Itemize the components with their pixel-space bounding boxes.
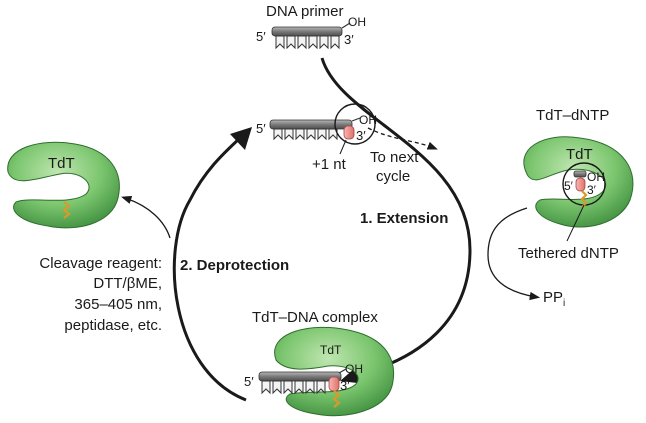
step-extension-label: 1. Extension	[360, 210, 448, 227]
primer-oh-label: OH	[348, 15, 366, 29]
complex-nucleotide	[328, 376, 340, 392]
deprotection-arrow	[172, 136, 247, 402]
complex-tether	[332, 390, 341, 408]
tethered-nucleotide	[575, 177, 586, 192]
extended-zoom-circle	[334, 103, 376, 145]
tdt-dntp-enzyme-label: TdT	[566, 146, 593, 163]
to-next-cycle-label-line1: To next	[370, 149, 419, 166]
complex-oh-label: OH	[345, 362, 363, 376]
tdt-dntp-title: TdT–dNTP	[536, 107, 609, 124]
plus-one-nt-label: +1 nt	[312, 156, 347, 173]
cleavage-line3: 365–405 nm,	[74, 296, 162, 313]
tdt-dna-complex: TdT–DNA complex TdT 5′ OH 3′	[244, 309, 395, 417]
complex-five-prime-label: 5′	[244, 374, 254, 389]
step-deprotection-label: 2. Deprotection	[180, 257, 289, 274]
cleavage-line1: Cleavage reagent:	[39, 255, 162, 272]
cleavage-reagent-text: Cleavage reagent: DTT/βME, 365–405 nm, p…	[39, 255, 162, 334]
extension-arrow	[320, 57, 472, 378]
extended-product: 5′ OH 3′ +1 nt To next cycle	[256, 103, 419, 185]
release-enzyme-arrow	[121, 195, 171, 239]
tethered-dntp-label: Tethered dNTP	[518, 245, 619, 262]
complex-enzyme-shape	[274, 326, 395, 417]
tdt-dntp-tether	[580, 190, 588, 208]
free-enzyme-label: TdT	[48, 155, 75, 172]
tdt-dntp-five-prime-label: 5′	[564, 179, 574, 193]
dna-primer: DNA primer 5′ OH 3′	[256, 3, 366, 50]
to-next-cycle-label-line2: cycle	[376, 168, 410, 185]
extended-oh-label: OH	[359, 113, 377, 127]
tdt-dntp-join-arrow	[487, 207, 541, 301]
tdt-dntp-three-prime-label: 3′	[587, 183, 597, 197]
complex-three-prime-label: 3′	[340, 378, 350, 393]
tdt-dntp-conjugate: TdT–dNTP TdT OH 5′ 3′ Tethered dNTP	[518, 107, 634, 262]
primer-three-prime-label: 3′	[344, 32, 354, 47]
ppi-main: PP	[543, 289, 563, 306]
primer-five-prime-label: 5′	[256, 29, 266, 44]
extended-bases	[273, 128, 338, 141]
free-enzyme-shape	[7, 141, 120, 229]
complex-bases	[261, 380, 326, 395]
added-nucleotide	[343, 125, 355, 140]
complex-title: TdT–DNA complex	[252, 309, 378, 326]
svg-text:PPi: PPi	[543, 289, 565, 309]
free-tdt-enzyme: TdT	[7, 141, 120, 229]
pyrophosphate-label: PPi	[543, 289, 565, 309]
cleavage-line4: peptidase, etc.	[64, 317, 162, 334]
cleavage-line2: DTT/βME,	[93, 275, 162, 292]
tdt-dntp-oh-label: OH	[587, 170, 605, 184]
tdt-dntp-enzyme-shape	[523, 136, 634, 228]
dna-primer-title: DNA primer	[266, 3, 344, 20]
next-cycle-arrow	[367, 127, 438, 150]
primer-bases	[275, 35, 340, 50]
ppi-subscript: i	[563, 298, 565, 309]
free-enzyme-tether	[62, 201, 71, 219]
deprotection-arrowhead	[230, 127, 252, 150]
extended-five-prime-label: 5′	[256, 121, 266, 136]
complex-enzyme-label: TdT	[320, 343, 342, 357]
extended-three-prime-label: 3′	[356, 128, 366, 143]
